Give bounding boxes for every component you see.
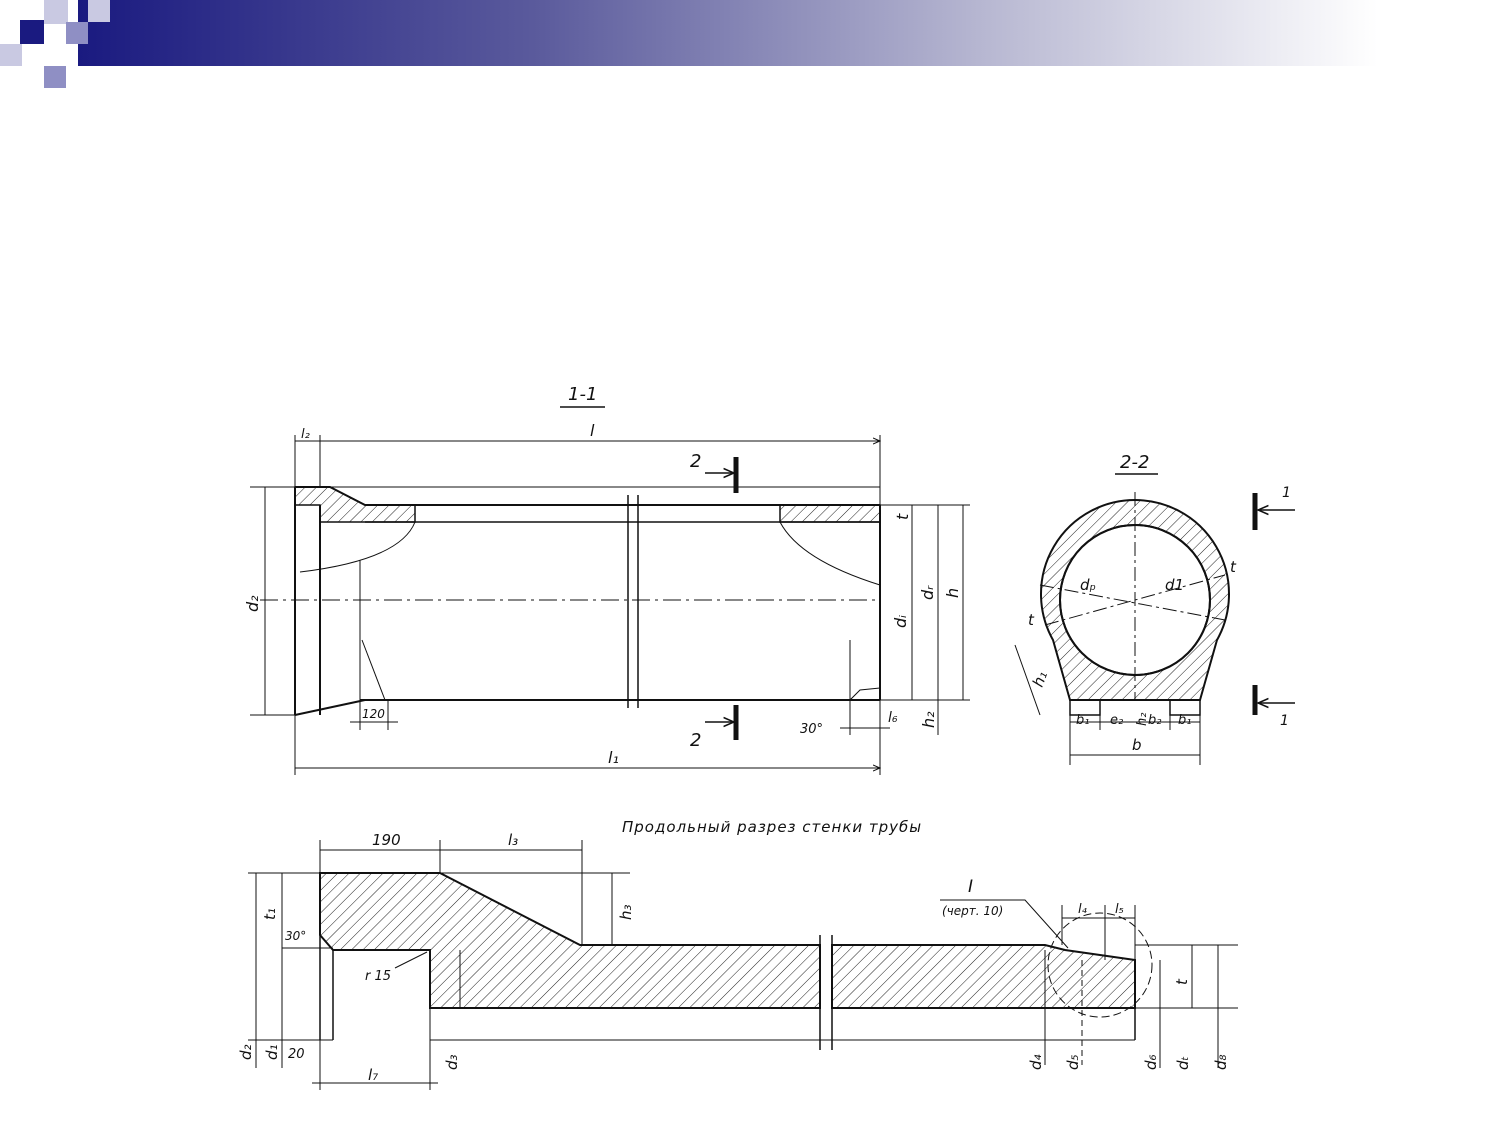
dim-l5: l₅ <box>1115 902 1124 917</box>
dim-20: 20 <box>288 1047 305 1062</box>
section-1-1-labels: 1-1 l l₂ l₁ d₂ dᵢ dᵣ h h₂ t l₆ 120 30° 2… <box>243 384 962 767</box>
long-section <box>248 840 1238 1090</box>
dim-b1-left: b₁ <box>1076 713 1089 728</box>
header-square-light <box>44 0 68 24</box>
dim-l2: l₂ <box>301 427 310 442</box>
dim-d3: d₃ <box>443 1054 461 1070</box>
dim-h1: h₁ <box>1029 669 1051 690</box>
header-square-mid <box>44 66 66 88</box>
section-2-2-title: 2-2 <box>1120 452 1149 473</box>
dim-d5: d₅ <box>1064 1054 1082 1070</box>
dim-dp: dₚ <box>1080 576 1096 594</box>
section-2-2 <box>1014 473 1295 765</box>
slide-header <box>0 0 1500 100</box>
dim-b1-right: b₁ <box>1178 713 1191 728</box>
dim-d1: d1 <box>1165 576 1184 594</box>
cut-mark-2-lower: 2 <box>690 730 701 751</box>
dim-t-long: t <box>1173 978 1191 985</box>
dim-d1-long: d₁ <box>263 1044 281 1060</box>
header-square-light <box>88 0 110 22</box>
callout-ref: (черт. 10) <box>942 904 1003 918</box>
section-1-1-title: 1-1 <box>568 384 597 405</box>
dim-di: dᵢ <box>891 615 910 628</box>
dim-h3: h₃ <box>617 904 635 920</box>
dim-b2: b₂ <box>1148 713 1161 728</box>
dim-t-left: t <box>1028 611 1035 629</box>
dim-b: b <box>1132 736 1142 754</box>
dim-h: h <box>943 588 962 598</box>
section-2-2-labels: 2-2 dₚ d1 t t h₁ b₁ e₂ h₂ b₂ b₁ b 1 1 <box>1028 452 1291 754</box>
dim-l7: l₇ <box>368 1066 378 1084</box>
dim-angle-30: 30° <box>800 722 823 737</box>
cut-mark-1-top: 1 <box>1282 485 1291 501</box>
header-square-mid <box>66 22 88 44</box>
dim-d8: d₈ <box>1212 1054 1230 1070</box>
long-section-title: Продольный разрез стенки трубы <box>622 818 922 836</box>
header-square-dark <box>20 20 44 44</box>
dim-t-right: t <box>1230 558 1237 576</box>
dim-angle-30-long: 30° <box>285 929 306 943</box>
dim-l1: l₁ <box>608 748 619 767</box>
dim-l4: l₄ <box>1078 902 1088 917</box>
dim-dt: dₜ <box>1174 1056 1192 1070</box>
header-square-light <box>0 44 22 66</box>
dim-t: t <box>893 513 912 520</box>
dim-l6: l₆ <box>888 710 898 726</box>
long-section-labels: Продольный разрез стенки трубы 190 l₃ h₃… <box>237 818 1230 1084</box>
dim-dr: dᵣ <box>918 585 937 600</box>
header-gradient-bar <box>78 0 1378 66</box>
cut-mark-2-upper: 2 <box>690 451 701 472</box>
dim-h2: h₂ <box>919 711 938 728</box>
callout-id: I <box>968 877 973 897</box>
dim-d6: d₆ <box>1142 1054 1160 1070</box>
cut-mark-1-bottom: 1 <box>1280 713 1289 729</box>
section-1-1 <box>250 406 970 775</box>
dim-l: l <box>590 421 595 440</box>
dim-d2: d₂ <box>243 595 262 612</box>
dim-d4: d₄ <box>1027 1054 1045 1070</box>
dim-120: 120 <box>362 707 385 721</box>
dim-l3: l₃ <box>508 831 518 849</box>
dim-t1: t₁ <box>261 908 279 920</box>
dim-h2: h₂ <box>1135 713 1150 726</box>
dim-e2: e₂ <box>1110 713 1123 728</box>
dim-190: 190 <box>372 831 401 849</box>
dim-r15: r 15 <box>365 969 391 984</box>
dim-d2-long: d₂ <box>237 1044 255 1060</box>
